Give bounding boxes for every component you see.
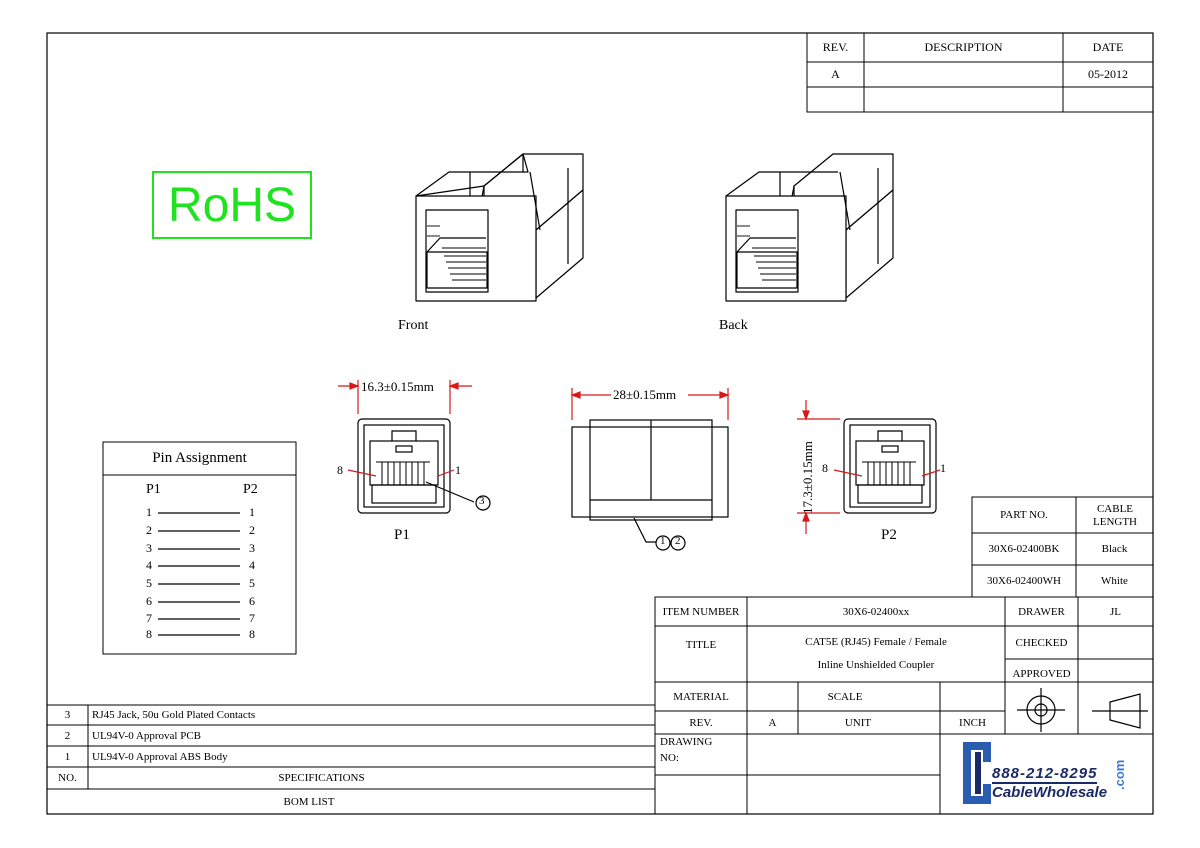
bom-spec-header: SPECIFICATIONS [278, 772, 365, 784]
p1-jack-drawing [357, 418, 451, 514]
p1-dimension [338, 380, 472, 477]
drawing-no-label-1: DRAWING [660, 736, 713, 748]
pin-left-3: 3 [146, 541, 152, 555]
back-view-label: Back [719, 318, 748, 333]
cable-length-header: CABLE LENGTH [1093, 503, 1137, 528]
pin-assignment-grid [102, 441, 297, 655]
callout-2: 2 [675, 535, 681, 547]
checked-value [1078, 626, 1153, 659]
rohs-mark: RoHS [152, 171, 312, 239]
side-dimension [570, 388, 730, 420]
p2-pin1-label: 1 [940, 461, 946, 475]
item-number-value: 30X6-02400xx [842, 605, 910, 618]
material-value [747, 682, 798, 711]
callout-3: 3 [479, 495, 485, 507]
title-line-1: CAT5E (RJ45) Female / Female [805, 636, 947, 648]
checked-label: CHECKED [1015, 636, 1068, 649]
p2-height-dimension: 17.3±0.15mm [800, 441, 815, 514]
body-length-dimension: 28±0.15mm [613, 387, 677, 402]
pin-right-3: 3 [249, 541, 255, 555]
drawer-label: DRAWER [1018, 605, 1065, 618]
front-view-label: Front [398, 318, 429, 333]
bom-spec-2: UL94V-0 Approval PCB [92, 729, 201, 742]
bom-no-1: 1 [64, 750, 71, 763]
side-callout-leader [633, 517, 686, 551]
description-value [864, 62, 1063, 87]
p1-label: P1 [394, 527, 410, 543]
title-label: TITLE [685, 639, 717, 651]
bom-spec-1: UL94V-0 Approval ABS Body [92, 750, 228, 763]
pin-assignment-p2-header: P2 [243, 482, 258, 497]
p1-callout-leader [425, 481, 491, 511]
pin-left-4: 4 [146, 558, 152, 572]
p1-pin8-label: 8 [337, 463, 343, 477]
brand-name: CableWholesale [992, 784, 1108, 801]
side-view-drawing [571, 419, 729, 521]
pin-right-2: 2 [249, 523, 255, 537]
bom-grid [47, 704, 655, 790]
drawing-no-label-2: NO: [660, 752, 679, 764]
p1-width-dimension: 16.3±0.15mm [361, 379, 434, 394]
description-header: DESCRIPTION [924, 40, 1003, 54]
sheet-border [46, 32, 1154, 815]
front-view-drawing [415, 153, 584, 302]
bom-no-header: NO. [58, 772, 77, 784]
date-header: DATE [1092, 40, 1124, 54]
pin-right-4: 4 [249, 558, 255, 572]
pin-right-7: 7 [249, 611, 255, 625]
brand-phone: 888-212-8295 [992, 765, 1098, 784]
rev-label: REV. [689, 716, 713, 729]
unit-value: INCH [959, 716, 986, 729]
pin-assignment-p1-header: P1 [146, 482, 161, 497]
p2-dimension [797, 400, 941, 534]
rev-value-block: A [768, 716, 777, 729]
logo-mark [963, 742, 991, 804]
pin-left-1: 1 [146, 505, 152, 519]
brand-dot-com: .com [1112, 759, 1127, 790]
drawer-value: JL [1110, 605, 1121, 618]
part-no-white: 30X6-02400WH [987, 575, 1061, 587]
cable-length-white: White [1101, 575, 1128, 587]
pin-left-2: 2 [146, 523, 152, 537]
date-value: 05-2012 [1088, 67, 1128, 81]
bom-no-2: 2 [64, 729, 71, 742]
title-line-2: Inline Unshielded Coupler [817, 659, 935, 671]
rev-header: REV. [822, 40, 849, 54]
pin-right-1: 1 [249, 505, 255, 519]
callout-1: 1 [660, 535, 666, 547]
approved-value [1078, 659, 1153, 682]
bom-no-3: 3 [64, 709, 71, 721]
pin-right-8: 8 [249, 627, 255, 641]
rev-value: A [831, 67, 840, 81]
material-label: MATERIAL [673, 690, 729, 703]
approved-label: APPROVED [1012, 668, 1071, 680]
projection-symbol [1017, 688, 1148, 732]
bom-spec-3: RJ45 Jack, 50u Gold Plated Contacts [92, 709, 256, 721]
p2-pin8-label: 8 [822, 461, 828, 475]
pin-left-7: 7 [146, 611, 152, 625]
item-number-label: ITEM NUMBER [662, 605, 740, 618]
cable-length-black: Black [1101, 543, 1128, 555]
pin-assignment-title: Pin Assignment [152, 450, 247, 466]
part-no-black: 30X6-02400BK [988, 543, 1060, 555]
unit-label: UNIT [844, 716, 872, 729]
pin-left-5: 5 [146, 576, 152, 590]
p1-pin1-label: 1 [455, 463, 461, 477]
pin-right-5: 5 [249, 576, 255, 590]
p2-jack-drawing [843, 418, 937, 514]
back-view-drawing [725, 153, 894, 302]
p2-label: P2 [881, 527, 897, 543]
bom-list-footer: BOM LIST [283, 795, 335, 808]
pin-left-6: 6 [146, 594, 152, 608]
scale-value [940, 682, 1005, 711]
pin-right-6: 6 [249, 594, 255, 608]
part-no-header: PART NO. [1000, 509, 1048, 521]
revision-table-grid [806, 32, 1154, 113]
scale-label: SCALE [827, 690, 863, 703]
title-block-grid [654, 596, 1154, 815]
pin-left-8: 8 [146, 627, 152, 641]
